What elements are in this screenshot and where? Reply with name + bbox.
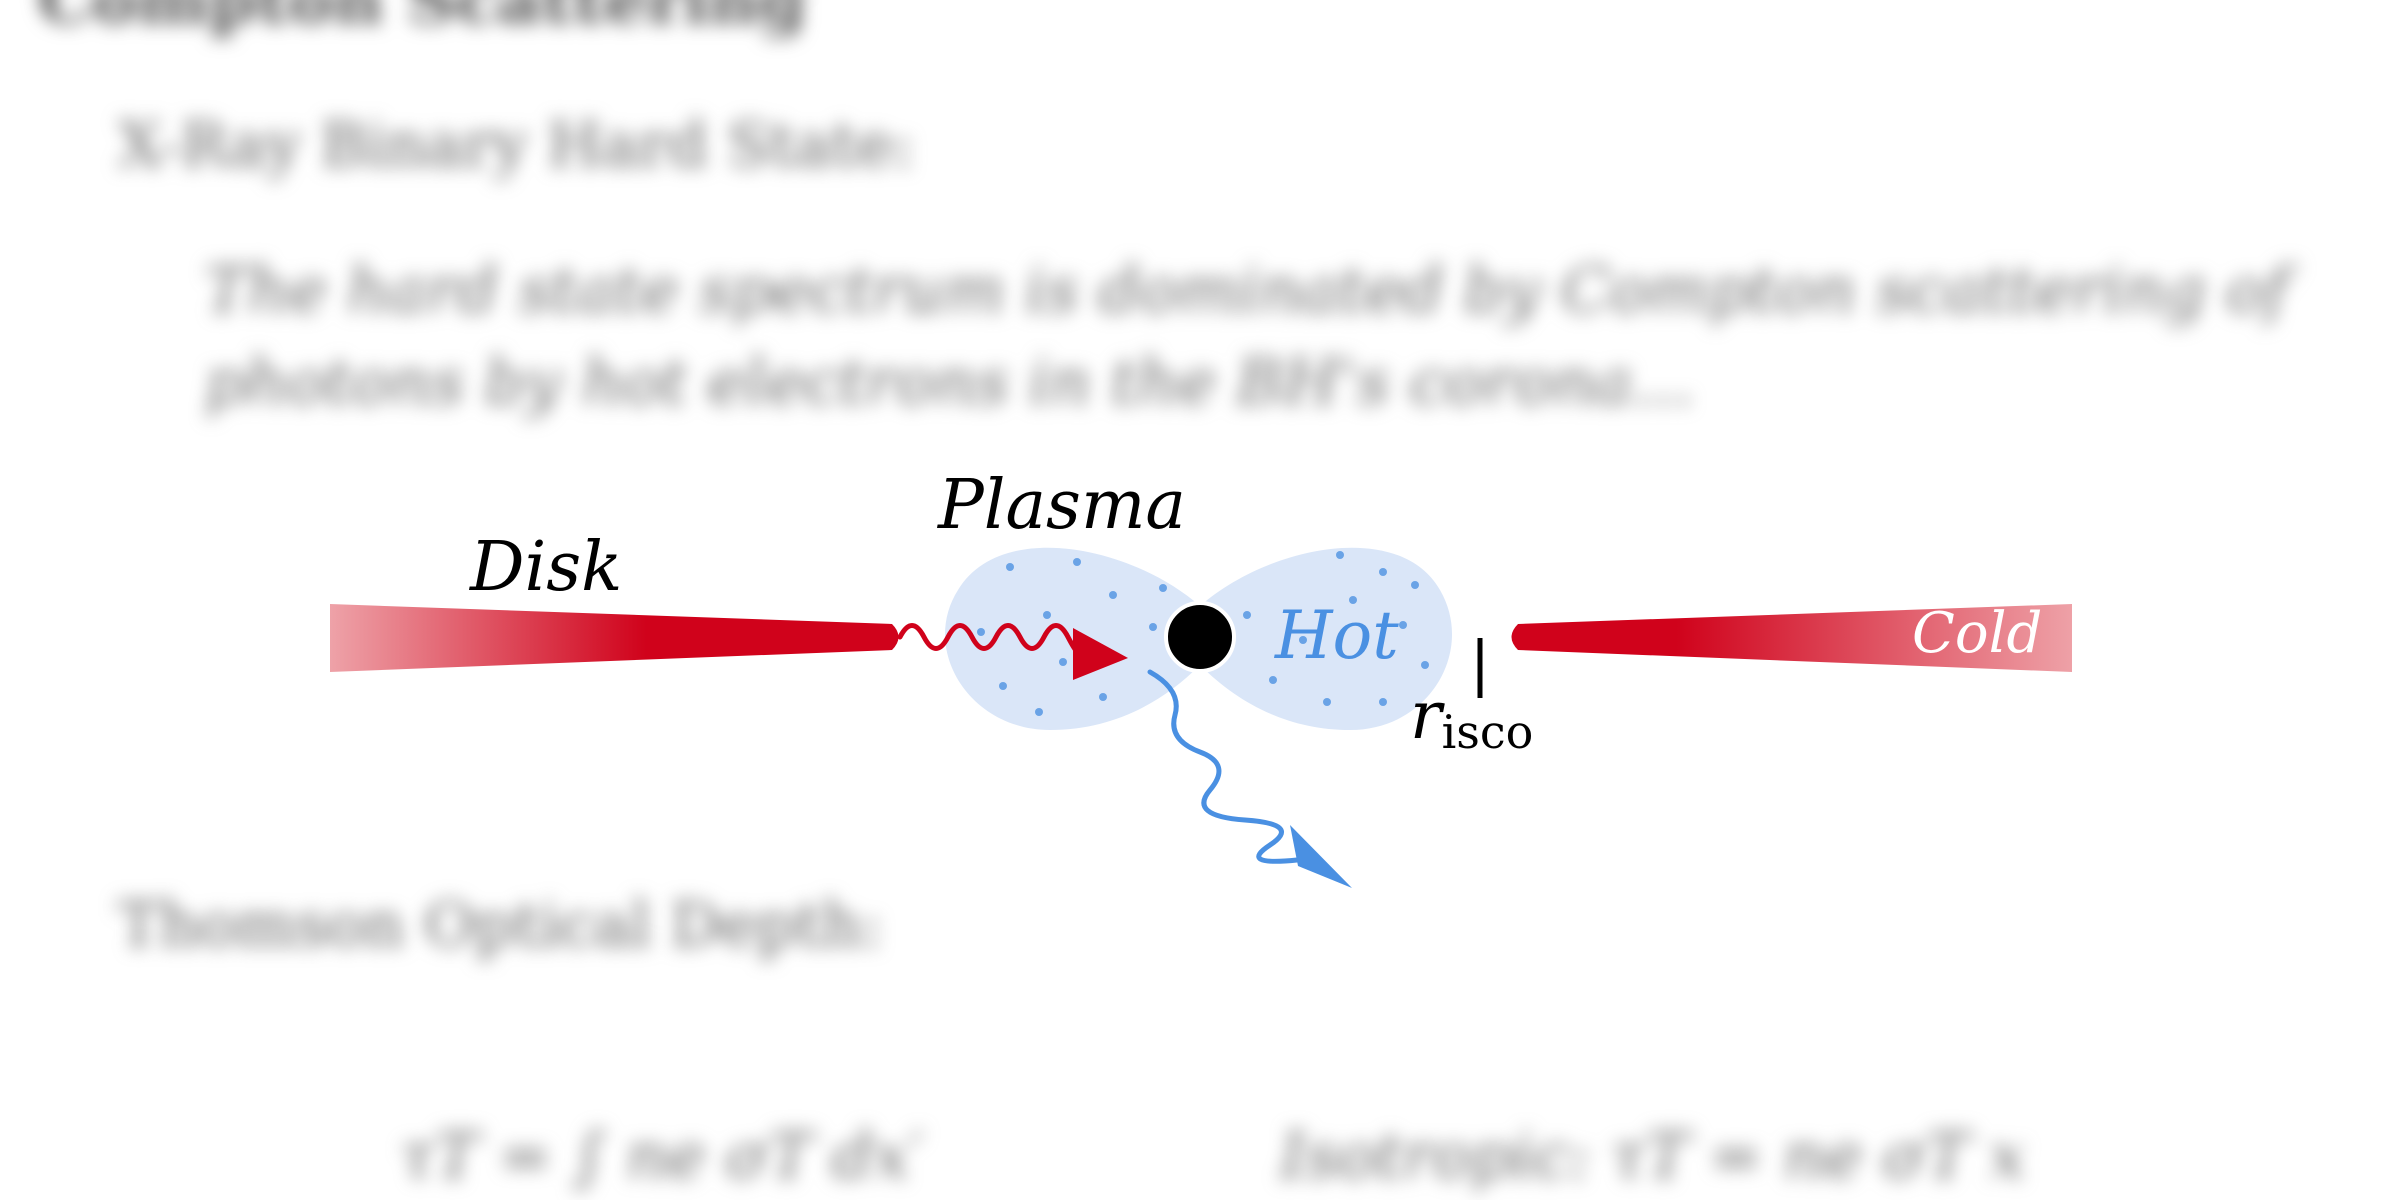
hard-state-text: The hard state spectrum is dominated by … [205,254,2289,420]
section-title: Compton Scattering [38,0,807,40]
disk-right [1511,604,2072,672]
plasma-electrons [977,551,1429,716]
black-hole [1164,601,1236,673]
equation-integral: τT = ∫ ne σT dx′ [400,1120,924,1194]
disk-label: Disk [468,528,622,607]
isco-label: risco [1410,677,1533,759]
isco-subscript: isco [1442,705,1534,759]
plasma-label: Plasma [936,466,1186,545]
equation-isotropic: Isotropic: τT = ne σT x [1280,1120,2026,1194]
hard-state-heading: X-Ray Binary Hard State: [118,108,915,181]
scattered-photon [1147,669,1300,864]
disk-left [330,604,899,672]
scattered-photon-arrowhead [1290,825,1352,888]
hot-label: Hot [1274,597,1399,674]
optical-depth-heading: Thomson Optical Depth: [118,888,883,961]
incoming-photon [897,623,1083,656]
incoming-photon-arrowhead [1073,628,1128,680]
cold-label: Cold [1912,601,2042,666]
isco-symbol: r [1410,677,1445,754]
